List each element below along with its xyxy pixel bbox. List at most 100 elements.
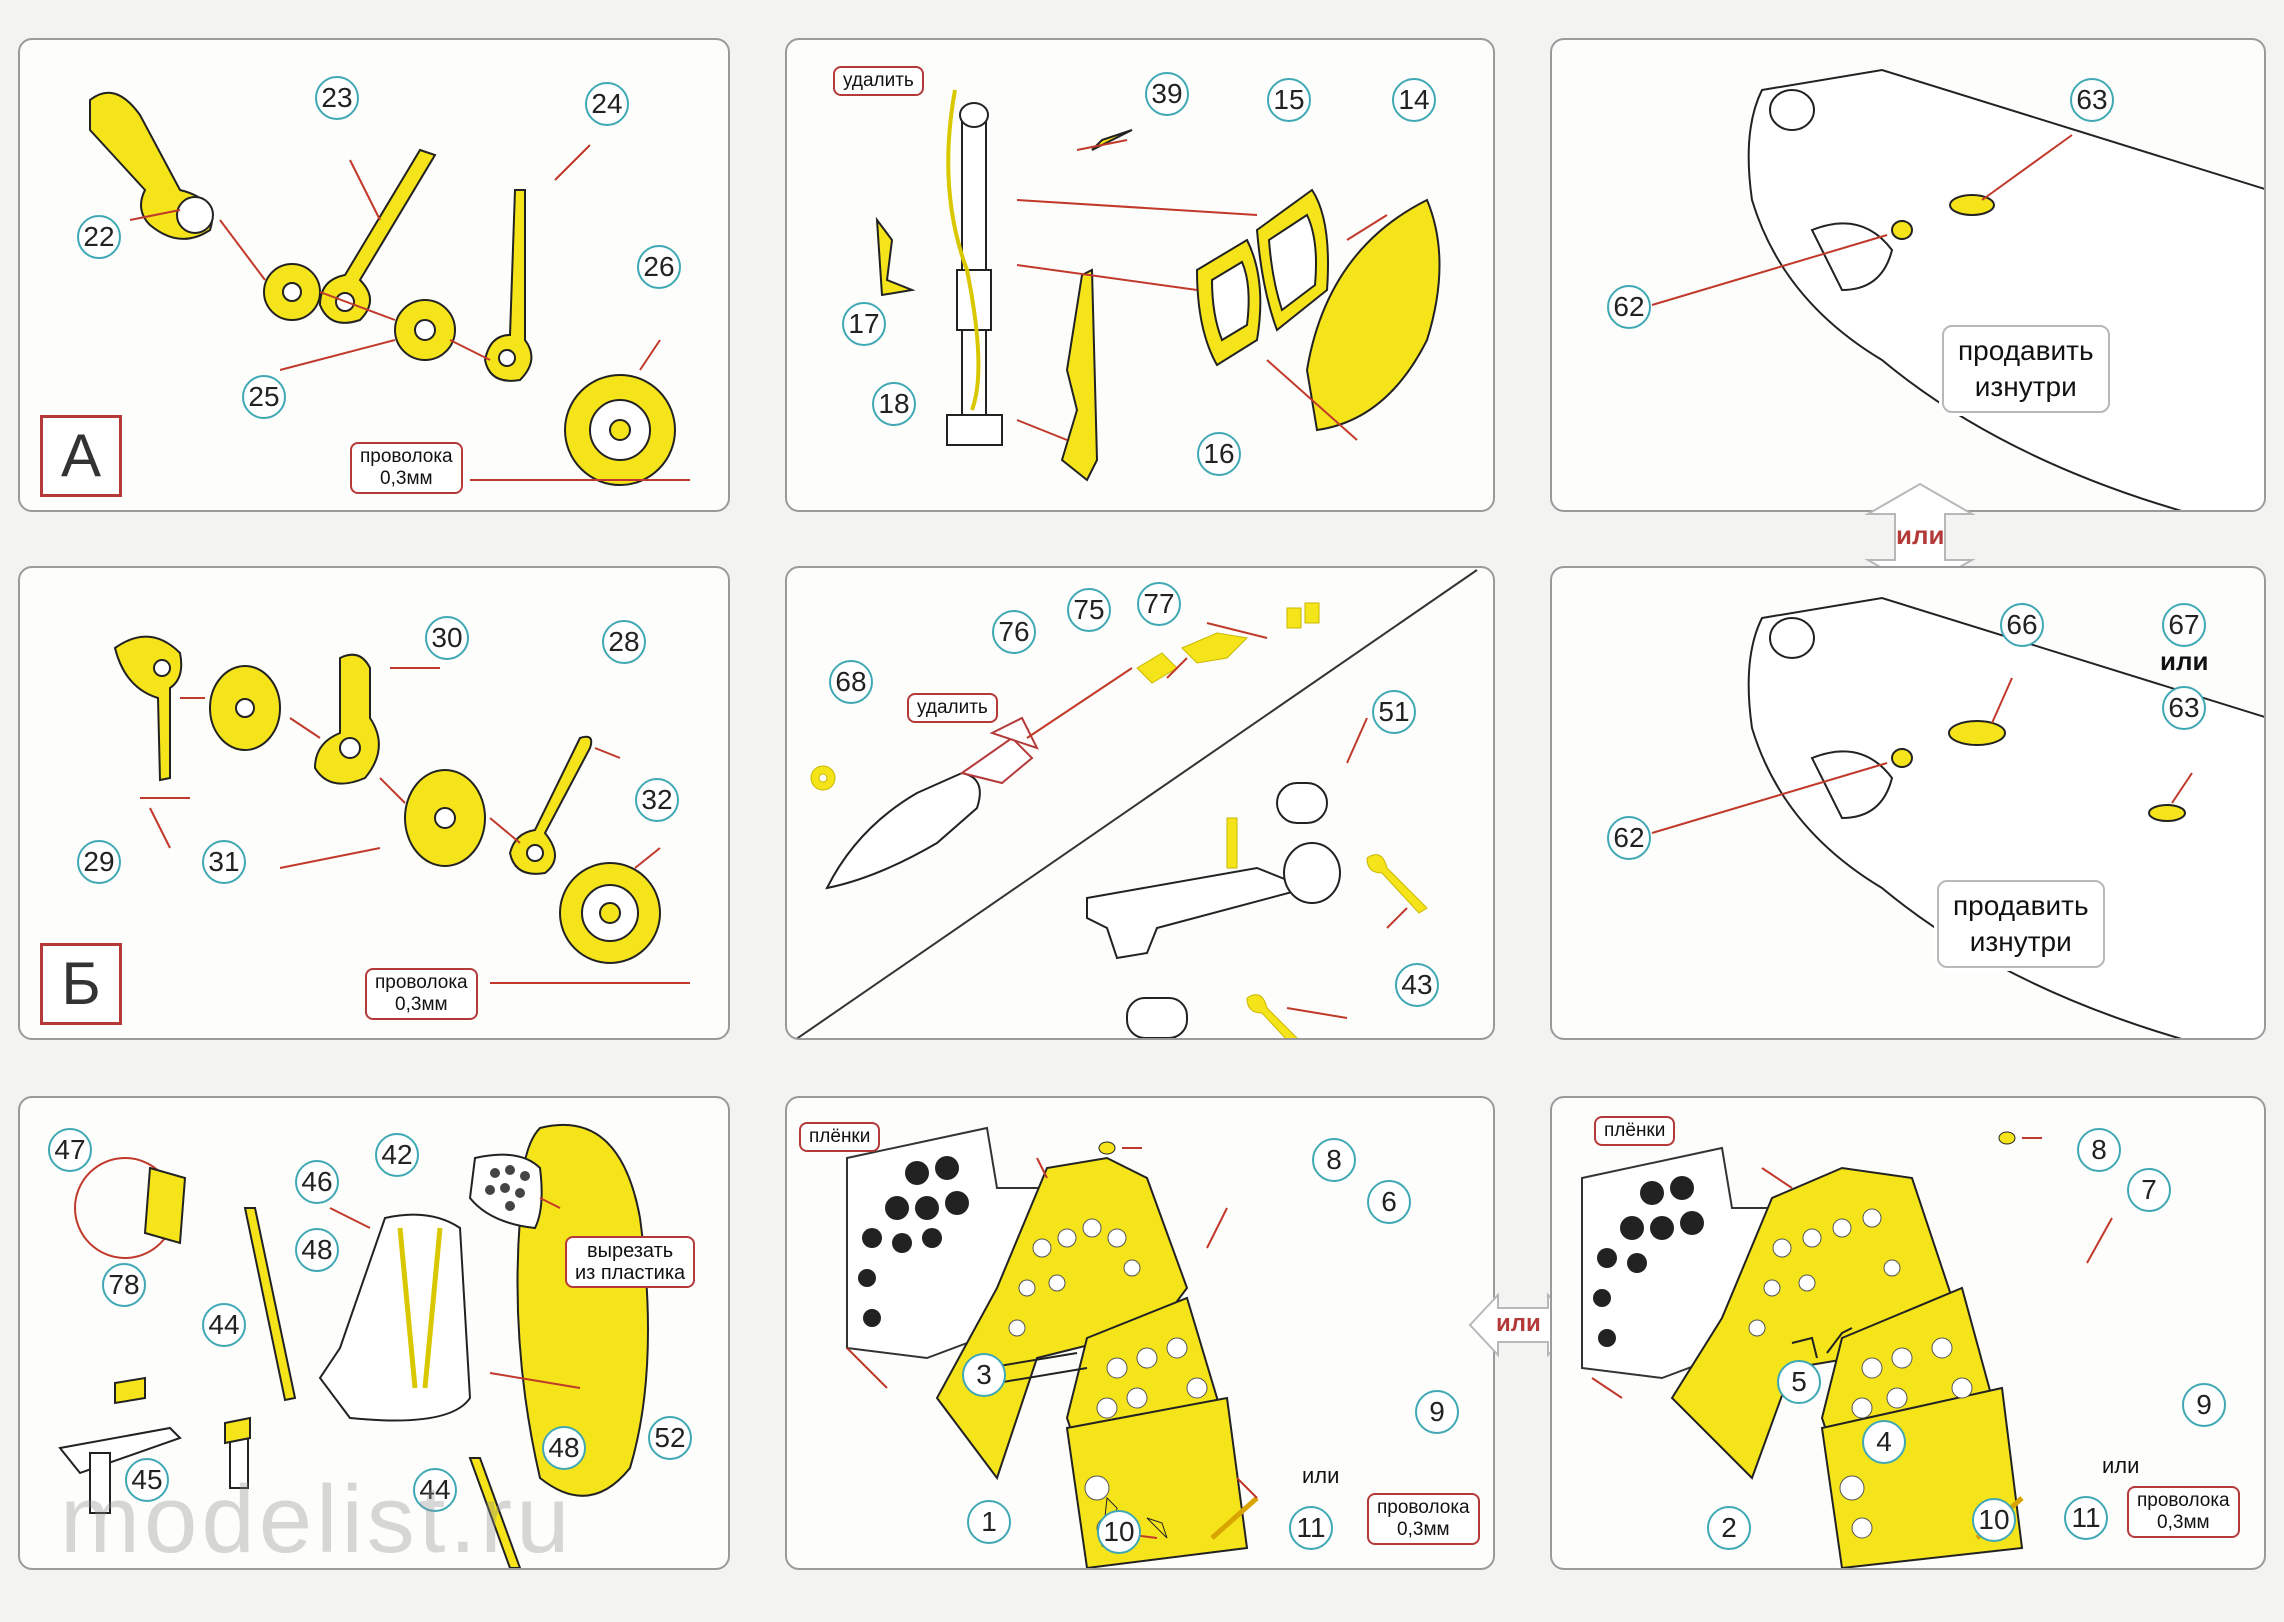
fuselage-bottom-drawing	[1651, 596, 2264, 1038]
wire-callout-line2: 0,3мм	[395, 994, 448, 1015]
seat-frame-drawing	[875, 89, 1441, 482]
part-label-11: 11	[2064, 1496, 2108, 1540]
cut-label-line1: вырезать	[586, 1240, 674, 1262]
panel-bomb-and-rack: 68 удалить 76 75 77 51 43	[785, 566, 1495, 1040]
step-letter-b: Б	[40, 943, 122, 1025]
panel-step-b: Б 30 28 29 31 32 проволока 0,3мм	[18, 566, 730, 1040]
part-label-7: 7	[2127, 1168, 2171, 1212]
seat-drawing	[58, 1123, 649, 1568]
panel-dashboard-b: плёнки 8 7 5 4 9 2 10 11 или проволока 0…	[1550, 1096, 2266, 1570]
part-label-42: 42	[375, 1133, 419, 1177]
part-label-24: 24	[585, 82, 629, 126]
part-label-8: 8	[1312, 1138, 1356, 1182]
part-label-4: 4	[1862, 1420, 1906, 1464]
wire-callout: проволока 0,3мм	[1367, 1493, 1480, 1545]
part-label-51: 51	[1372, 690, 1416, 734]
part-label-8: 8	[2077, 1128, 2121, 1172]
wire-callout-line2: 0,3мм	[380, 468, 433, 489]
part-label-10: 10	[1972, 1498, 2016, 1542]
remove-label: удалить	[833, 66, 924, 96]
wire-callout-line1: проволока	[375, 972, 468, 993]
wire-callout: проволока 0,3мм	[350, 442, 463, 494]
part-label-67: 67	[2162, 603, 2206, 647]
part-label-78: 78	[102, 1263, 146, 1307]
part-label-16: 16	[1197, 432, 1241, 476]
part-label-26: 26	[637, 245, 681, 289]
part-label-66: 66	[2000, 603, 2044, 647]
films-label: плёнки	[1594, 1116, 1676, 1146]
bomb-drawing	[796, 569, 1478, 1038]
part-label-2: 2	[1707, 1506, 1751, 1550]
part-label-25: 25	[242, 375, 286, 419]
wire-callout: проволока 0,3мм	[2127, 1486, 2240, 1538]
part-label-77: 77	[1137, 582, 1181, 626]
step-letter-a: А	[40, 415, 122, 497]
part-label-1: 1	[967, 1500, 1011, 1544]
part-label-30: 30	[425, 616, 469, 660]
part-label-22: 22	[77, 215, 121, 259]
or-label: или	[2102, 1453, 2140, 1478]
part-label-17: 17	[842, 302, 886, 346]
press-note-line2: изнутри	[1974, 371, 2077, 402]
part-label-3: 3	[962, 1353, 1006, 1397]
or-label: или	[2160, 646, 2209, 676]
press-from-inside-note: продавить изнутри	[1942, 325, 2110, 413]
part-label-10: 10	[1097, 1510, 1141, 1554]
wire-callout-line2: 0,3мм	[1397, 1519, 1450, 1540]
panel-seat: 47 78 46 42 48 44 45 48 52 44 вырезать и…	[18, 1096, 730, 1570]
part-label-18: 18	[872, 382, 916, 426]
part-label-32: 32	[635, 778, 679, 822]
part-label-9: 9	[1415, 1390, 1459, 1434]
wire-callout-line2: 0,3мм	[2157, 1512, 2210, 1533]
wire-callout-line1: проволока	[2137, 1490, 2230, 1511]
part-label-62: 62	[1607, 816, 1651, 860]
fuselage-top-drawing	[1651, 68, 2264, 510]
part-label-48: 48	[295, 1228, 339, 1272]
part-label-5: 5	[1777, 1360, 1821, 1404]
part-label-43: 43	[1395, 963, 1439, 1007]
panel-step-a: А 22 23 24 25 26 проволока 0,3мм	[18, 38, 730, 512]
part-label-11: 11	[1289, 1506, 1333, 1550]
part-label-63: 63	[2070, 78, 2114, 122]
part-label-39: 39	[1145, 72, 1189, 116]
panel-seat-frame: удалить 39 15 14 17 18 16	[785, 38, 1495, 512]
part-label-6: 6	[1367, 1180, 1411, 1224]
panel-fuselage-top: 63 62 продавить изнутри	[1550, 38, 2266, 512]
dashboard-a-drawing	[846, 1126, 1259, 1568]
watermark: modelist.ru	[60, 1466, 574, 1573]
part-label-28: 28	[602, 620, 646, 664]
wire-callout-line1: проволока	[360, 446, 453, 467]
step-a-drawing	[89, 91, 690, 486]
part-label-48b: 48	[542, 1426, 586, 1470]
wire-callout: проволока 0,3мм	[365, 968, 478, 1020]
press-note-line1: продавить	[1958, 335, 2094, 366]
press-note-line2: изнутри	[1969, 926, 2072, 957]
part-label-76: 76	[992, 610, 1036, 654]
part-label-52: 52	[648, 1416, 692, 1460]
panel-dashboard-a: плёнки 8 6 3 9 1 10 11 или проволока 0,3…	[785, 1096, 1495, 1570]
part-label-63: 63	[2162, 686, 2206, 730]
part-label-62: 62	[1607, 285, 1651, 329]
or-label-horizontal: или	[1496, 1310, 1541, 1337]
panel-fuselage-bottom: 66 67 или 63 62 продавить изнутри	[1550, 566, 2266, 1040]
part-label-47: 47	[48, 1128, 92, 1172]
part-label-31: 31	[202, 840, 246, 884]
wire-callout-line1: проволока	[1377, 1497, 1470, 1518]
cut-from-plastic-label: вырезать из пластика	[565, 1236, 696, 1288]
films-label: плёнки	[799, 1122, 881, 1152]
or-label: или	[1302, 1463, 1340, 1488]
part-label-44b: 44	[413, 1468, 457, 1512]
part-label-14: 14	[1392, 78, 1436, 122]
press-note-line1: продавить	[1953, 890, 2089, 921]
part-label-44: 44	[202, 1303, 246, 1347]
part-label-9: 9	[2182, 1383, 2226, 1427]
step-b-drawing	[113, 635, 690, 984]
part-label-46: 46	[295, 1160, 339, 1204]
part-label-15: 15	[1267, 78, 1311, 122]
remove-label: удалить	[907, 693, 998, 723]
press-from-inside-note: продавить изнутри	[1937, 880, 2105, 968]
cut-label-line2: из пластика	[575, 1262, 686, 1284]
or-label-vertical: или	[1896, 520, 1945, 550]
part-label-29: 29	[77, 840, 121, 884]
part-label-75: 75	[1067, 588, 1111, 632]
